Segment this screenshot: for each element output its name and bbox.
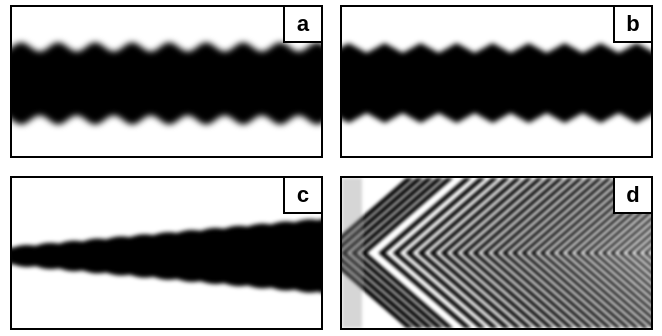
panel-d-image — [342, 178, 651, 328]
panel-b: b — [340, 5, 653, 158]
fringe-stripe — [626, 231, 651, 275]
fringe-stripe — [635, 239, 651, 267]
panel-b-label: b — [613, 7, 651, 43]
edge-shade — [342, 178, 362, 328]
panel-a: a — [10, 5, 323, 158]
fringe-stripe — [342, 178, 414, 328]
panel-d-label: d — [613, 178, 651, 214]
panel-c-label: c — [283, 178, 321, 214]
panel-d: d — [340, 176, 653, 330]
panel-b-image — [342, 43, 651, 123]
panel-c-image — [12, 219, 321, 293]
fringe-stripe — [342, 178, 424, 328]
panel-a-image — [12, 42, 321, 125]
fringe-stripe — [643, 246, 651, 260]
panel-c: c — [10, 176, 323, 330]
fringe-stripe — [618, 224, 651, 282]
panel-a-label: a — [283, 7, 321, 43]
fringe-stripe — [609, 217, 651, 289]
